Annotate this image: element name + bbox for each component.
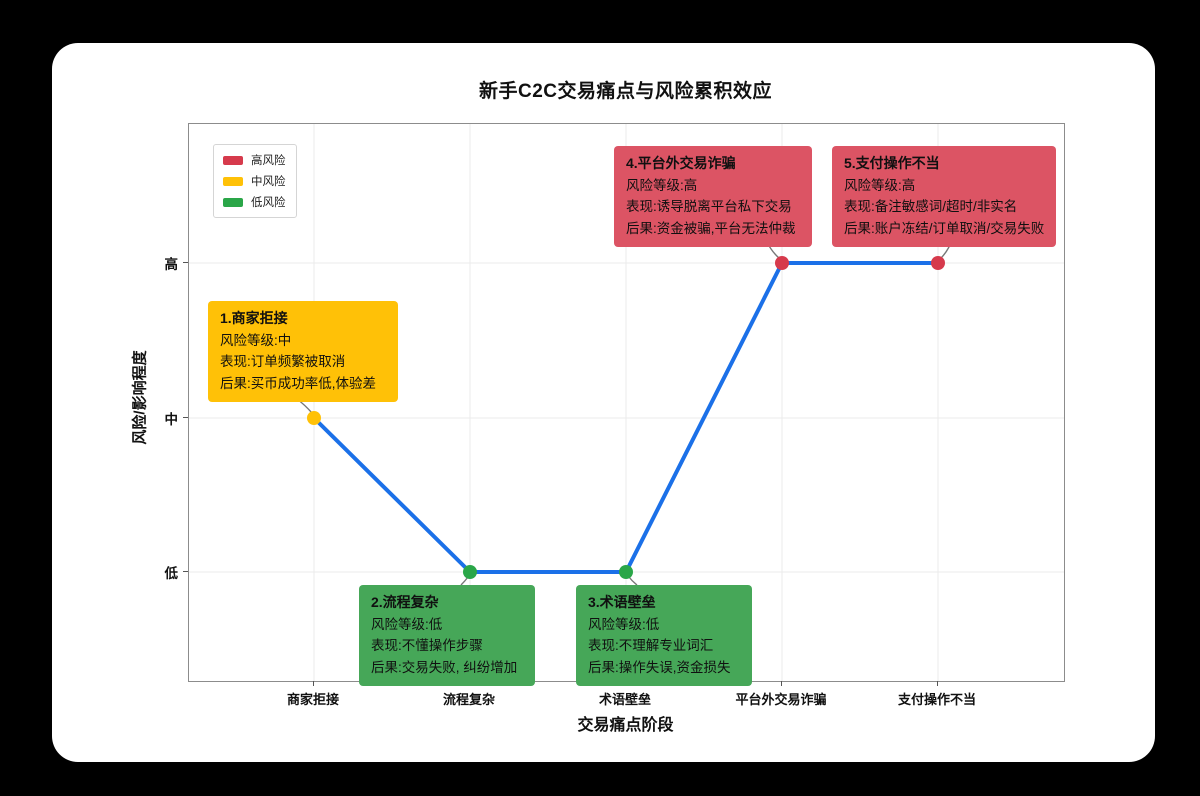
legend-item-mid: 中风险: [223, 173, 286, 189]
data-point-商家拒接: [307, 411, 321, 425]
x-axis-title: 交易痛点阶段: [577, 717, 674, 734]
x-tick-label-流程复杂: 流程复杂: [442, 692, 495, 707]
risk-line-series: [307, 256, 945, 579]
annotation-line: 风险等级:低: [371, 616, 443, 632]
x-tick-label-商家拒接: 商家拒接: [286, 692, 339, 707]
annotation-payment-misoperation: 5.支付操作不当 风险等级:高 表现:备注敏感词/超时/非实名 后果:账户冻结/…: [832, 146, 1056, 247]
legend-label: 中风险: [251, 176, 286, 188]
annotation-title: 2.流程复杂: [371, 594, 439, 610]
annotation-line: 表现:不懂操作步骤: [371, 638, 483, 653]
annotation-title: 5.支付操作不当: [844, 155, 940, 171]
y-tick-label-高: 高: [164, 257, 179, 272]
legend-item-low: 低风险: [223, 194, 286, 210]
x-tick-label-支付操作不当: 支付操作不当: [897, 692, 976, 707]
legend-label: 高风险: [251, 155, 286, 167]
annotation-line: 后果:买币成功率低,体验差: [220, 375, 377, 391]
annotation-line: 风险等级:中: [220, 332, 292, 348]
legend: 高风险 中风险 低风险: [213, 144, 297, 218]
legend-label: 低风险: [251, 197, 286, 209]
annotation-line: 后果:操作失误,资金损失: [588, 659, 731, 675]
x-tick-label-术语壁垒: 术语壁垒: [598, 692, 651, 707]
chart-card: 新手C2C交易痛点与风险累积效应 高风险: [52, 43, 1155, 762]
annotation-terminology-barrier: 3.术语壁垒 风险等级:低 表现:不理解专业词汇 后果:操作失误,资金损失: [576, 585, 752, 686]
y-tick-mark: [183, 417, 188, 418]
annotation-connectors: [296, 239, 953, 586]
annotation-line: 风险等级:低: [588, 616, 660, 632]
legend-item-high: 高风险: [223, 152, 286, 168]
annotation-title: 3.术语壁垒: [588, 594, 656, 610]
x-tick-label-平台外交易诈骗: 平台外交易诈骗: [735, 692, 827, 707]
annotation-line: 风险等级:高: [844, 177, 916, 193]
data-point-流程复杂: [463, 565, 477, 579]
mid-risk-swatch: [223, 176, 243, 186]
x-tick-mark: [781, 681, 782, 686]
annotation-line: 表现:备注敏感词/超时/非实名: [844, 199, 1018, 214]
annotation-merchant-reject: 1.商家拒接 风险等级:中 表现:订单频繁被取消 后果:买币成功率低,体验差: [208, 301, 398, 402]
data-point-术语壁垒: [619, 565, 633, 579]
x-tick-mark: [937, 681, 938, 686]
annotation-line: 后果:交易失败, 纠纷增加: [371, 659, 518, 675]
x-tick-mark: [313, 681, 314, 686]
y-tick-mark: [183, 262, 188, 263]
annotation-line: 表现:诱导脱离平台私下交易: [626, 199, 792, 214]
annotation-line: 风险等级:高: [626, 177, 698, 193]
connector-3: [628, 576, 638, 586]
annotation-complex-process: 2.流程复杂 风险等级:低 表现:不懂操作步骤 后果:交易失败, 纠纷增加: [359, 585, 535, 686]
chart-title: 新手C2C交易痛点与风险累积效应: [478, 81, 772, 102]
annotation-title: 4.平台外交易诈骗: [626, 155, 736, 171]
annotation-title: 1.商家拒接: [220, 310, 288, 326]
annotation-line: 表现:订单频繁被取消: [220, 354, 346, 369]
annotation-line: 表现:不理解专业词汇: [588, 638, 714, 653]
y-axis-title: 风险/影响程度: [131, 350, 149, 445]
data-point-支付操作不当: [931, 256, 945, 270]
y-tick-mark: [183, 571, 188, 572]
annotation-line: 后果:账户冻结/订单取消/交易失败: [844, 220, 1045, 236]
y-tick-label-中: 中: [164, 412, 179, 427]
data-point-平台外交易诈骗: [775, 256, 789, 270]
high-risk-swatch: [223, 155, 243, 165]
y-tick-label-低: 低: [164, 566, 179, 581]
low-risk-swatch: [223, 197, 243, 207]
annotation-offplatform-fraud: 4.平台外交易诈骗 风险等级:高 表现:诱导脱离平台私下交易 后果:资金被骗,平…: [614, 146, 812, 247]
plot-area: 高风险 中风险 低风险 1.商家拒接 风险等级:中 表现:订单频繁被取消 后果:…: [188, 123, 1065, 686]
annotation-line: 后果:资金被骗,平台无法仲裁: [626, 220, 796, 236]
